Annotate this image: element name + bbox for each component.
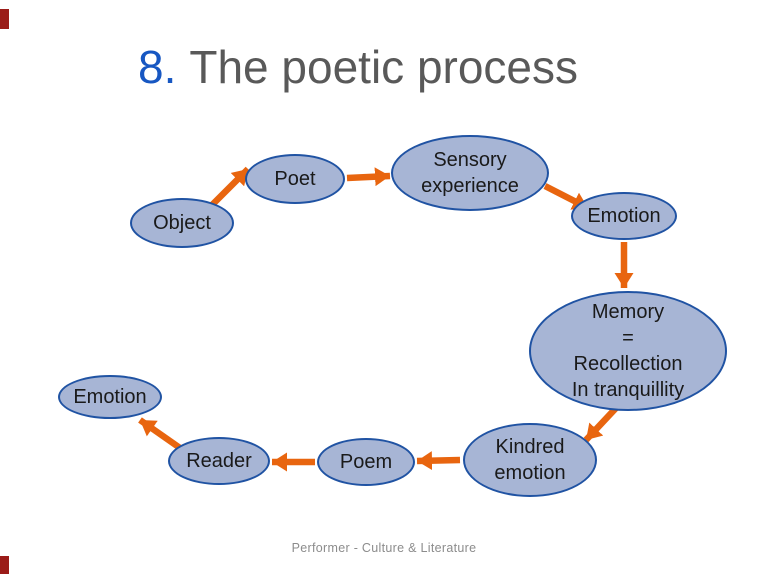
arrow-memory-to-kindred-emotion [583,405,619,443]
node-reader: Reader [168,437,270,485]
slide-title-number: 8. [138,41,177,93]
node-poem: Poem [317,438,415,486]
slide-footer: Performer - Culture & Literature [291,541,477,555]
node-object: Object [130,198,234,248]
node-emotion-top: Emotion [571,192,677,240]
slide-title: 8.The poetic process [138,42,578,93]
arrow-kindred-emotion-to-poem [416,451,461,471]
page-edge-mark-top [0,9,9,29]
node-kindred-emotion: Kindred emotion [463,423,597,497]
page-edge-mark-bottom [0,556,9,574]
arrow-poet-to-sensory-experience [346,167,391,187]
slide-title-text: The poetic process [189,41,579,93]
arrow-object-to-poet [208,166,251,209]
node-emotion-bottom: Emotion [58,375,162,419]
node-memory: Memory = Recollection In tranquillity [529,291,727,411]
node-sensory-experience: Sensory experience [391,135,549,211]
arrow-reader-to-emotion-bottom [138,417,182,451]
node-poet: Poet [245,154,345,204]
